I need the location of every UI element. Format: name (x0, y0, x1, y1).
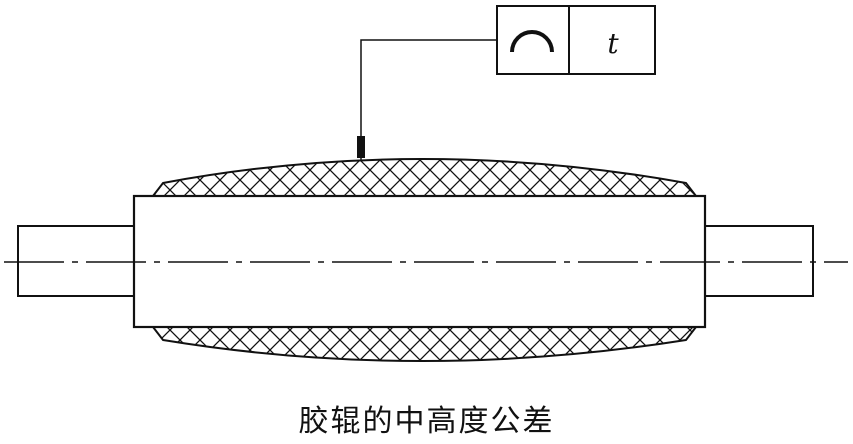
rubber-cover-top (150, 158, 699, 197)
arc-icon (510, 30, 554, 53)
leader-line (360, 39, 497, 160)
left-shaft (17, 225, 135, 297)
right-shaft (704, 225, 814, 297)
figure-caption: 胶辊的中高度公差 (298, 404, 555, 439)
tolerance-frame: t (496, 5, 656, 75)
rubber-cover-bottom (150, 326, 699, 362)
probe (357, 136, 365, 158)
tolerance-symbol-t: t (607, 27, 619, 60)
